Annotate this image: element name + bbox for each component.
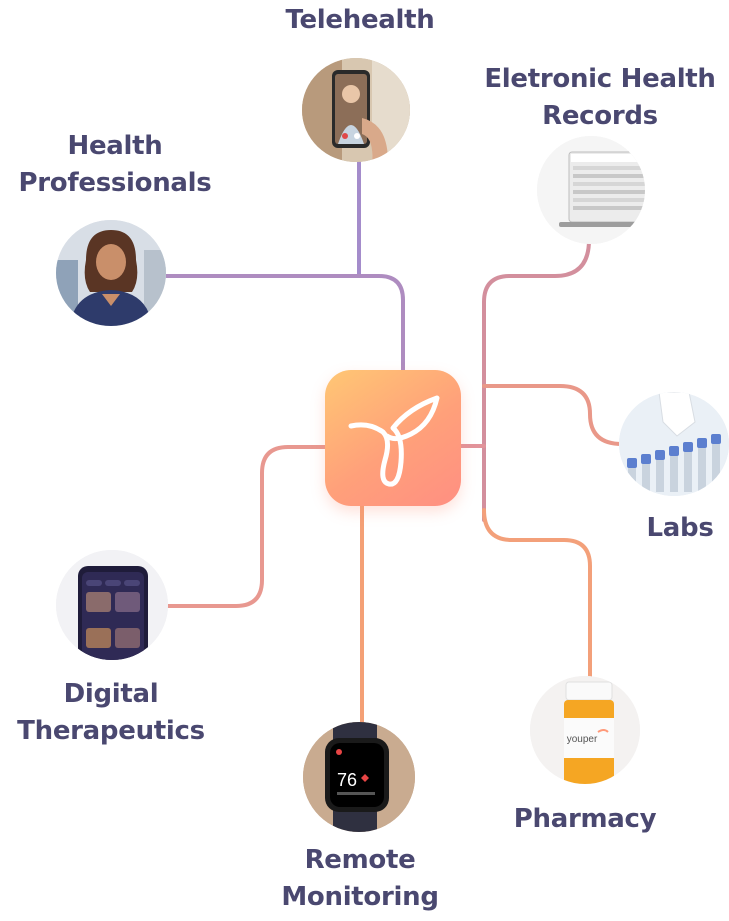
link-health-professionals [164, 274, 405, 374]
bottle-brand-text: youper [567, 734, 598, 745]
bird-logo-icon [348, 395, 440, 487]
label-health-professionals: Health Professionals [10, 128, 220, 202]
link-ehr [482, 238, 591, 522]
health-professional-photo [56, 220, 166, 326]
label-ehr-line1: Eletronic Health [484, 64, 716, 94]
youper-app-icon [325, 370, 461, 506]
label-remote-monitoring: Remote Monitoring [270, 842, 450, 916]
label-telehealth: Telehealth [285, 5, 435, 35]
link-pharmacy [482, 508, 592, 680]
digital-therapeutics-phone-image [56, 550, 168, 660]
label-rm-line1: Remote [304, 845, 416, 875]
label-dt-line1: Digital [63, 679, 159, 709]
telehealth-photo [302, 58, 410, 162]
watch-heart-rate: 76 [337, 770, 357, 790]
label-hp-line2: Professionals [18, 168, 212, 198]
label-rm-line2: Monitoring [281, 882, 439, 912]
label-digital-therapeutics: Digital Therapeutics [6, 676, 216, 750]
label-hp-line1: Health [67, 131, 163, 161]
label-pharmacy: Pharmacy [513, 804, 657, 834]
label-dt-line2: Therapeutics [17, 716, 205, 746]
link-digital-therapeutics [166, 445, 327, 608]
ehr-laptop-image [537, 136, 645, 244]
label-ehr: Eletronic Health Records [470, 61, 729, 135]
labs-photo [619, 392, 729, 496]
pharmacy-bottle-image: youper [530, 676, 640, 784]
label-ehr-line2: Records [542, 101, 658, 131]
label-labs: Labs [646, 513, 714, 543]
link-labs [482, 384, 624, 446]
remote-monitoring-watch-image: 76 [303, 722, 415, 832]
